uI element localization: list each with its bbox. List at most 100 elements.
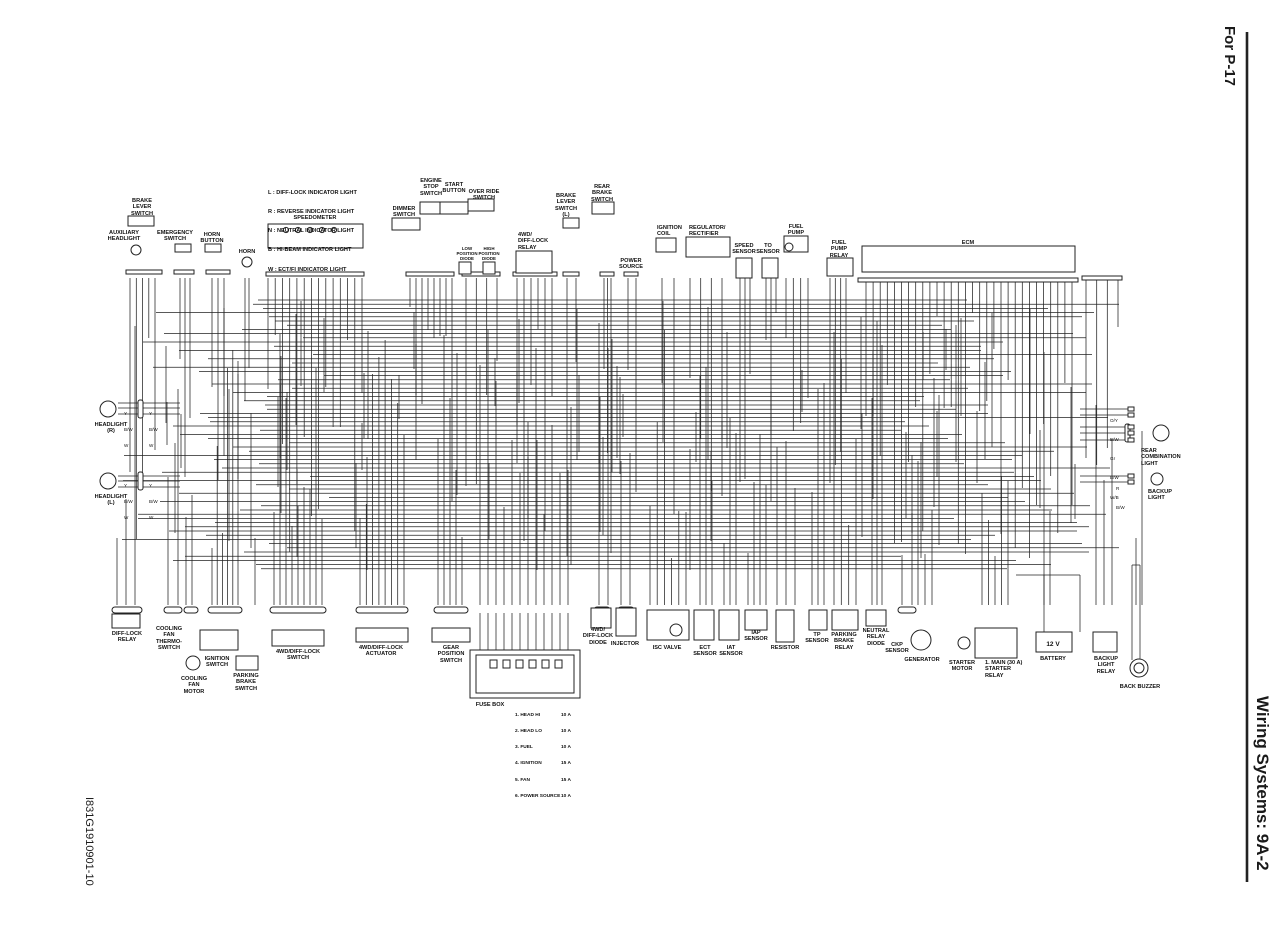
rear-combination-light-label: REAR COMBINATION LIGHT — [1141, 448, 1181, 467]
indicator-lamp — [306, 226, 314, 234]
horn-label: HORN — [238, 249, 256, 255]
4wd-diff-lock-relay-label: 4WD/ DIFF-LOCK RELAY — [518, 232, 549, 251]
connector — [897, 606, 917, 614]
indicator-lamp — [330, 226, 338, 234]
isc-valve-motor-symbol — [669, 623, 683, 637]
terminal — [1127, 430, 1135, 436]
component-box — [831, 609, 859, 631]
connector — [173, 269, 195, 275]
cooling-fan-thermo-switch-label: COOLING FAN THERMO- SWITCH — [155, 626, 183, 652]
component-box — [861, 245, 1076, 273]
rear-combination-light-symbol — [1152, 424, 1170, 442]
wire-code: W/B — [1110, 494, 1119, 500]
brake-lever-switch-l-label: BRAKE LEVER SWITCH (L) — [554, 193, 578, 219]
regulator-rectifier-label: REGULATOR/ RECTIFIER — [689, 225, 726, 238]
power-source-label: POWER SOURCE — [619, 258, 643, 271]
fuse-rating: 10 A — [561, 729, 571, 735]
component-box — [204, 243, 222, 253]
fuse-box-inner — [475, 654, 575, 694]
connector — [562, 271, 580, 277]
ckp-sensor-label: CKP SENSOR — [885, 642, 909, 655]
component-box — [615, 607, 637, 637]
component-box — [174, 243, 192, 253]
component-box — [685, 236, 731, 258]
connector — [405, 271, 455, 277]
page-reference: For P-17 — [1221, 26, 1238, 87]
headlight-r-wire-codes: Y B/W W — [124, 400, 133, 459]
terminal — [1127, 473, 1135, 479]
wire-code: Y — [149, 410, 153, 416]
indicator-lamp — [318, 226, 326, 234]
wire-code: O/Y — [1110, 417, 1118, 423]
high-position-diode-label: HIGH POSITION DIODE — [478, 246, 500, 261]
component-box — [1035, 631, 1073, 653]
component-box — [761, 257, 779, 279]
brake-lever-switch-label: BRAKE LEVER SWITCH — [130, 198, 154, 217]
neutral-relay-diode-label: NEUTRAL RELAY DIODE — [862, 628, 890, 647]
component-box — [199, 629, 239, 651]
fuse-symbol — [502, 659, 511, 669]
wire-code: Gr — [1110, 456, 1116, 462]
fuse-row: 6. POWER SOURCE10 A — [515, 794, 571, 799]
component-box — [1092, 631, 1118, 653]
component-box — [355, 627, 409, 643]
component-box — [693, 609, 715, 641]
wire-code: B/W — [124, 427, 133, 433]
parking-brake-relay-label: PARKING BRAKE RELAY — [831, 632, 857, 651]
back-buzzer-label: BACK BUZZER — [1119, 684, 1161, 690]
low-position-diode-label: LOW POSITION DIODE — [456, 246, 478, 261]
main-fuse-starter-relay-label: 1. MAIN (30 A) STARTER RELAY — [985, 660, 1023, 679]
backup-light-label: BACKUP LIGHT — [1148, 489, 1172, 502]
fuse-name: 6. POWER SOURCE — [515, 793, 561, 799]
fuse-symbol — [528, 659, 537, 669]
light-coupler — [137, 399, 144, 419]
legend-line: B : HI-BEAM INDICATOR LIGHT — [268, 247, 352, 254]
connector — [111, 606, 143, 614]
light-coupler — [137, 471, 144, 491]
wire-code: B/W — [149, 427, 158, 433]
fuse-rating: 15 A — [561, 777, 571, 783]
cooling-fan-motor-label: COOLING FAN MOTOR — [180, 676, 208, 695]
headlight-r-harness-codes: Y B/W W — [149, 400, 158, 459]
dimmer-switch-label: DIMMER SWITCH — [392, 206, 416, 219]
fuse-name: 4. IGNITION — [515, 761, 542, 767]
battery-voltage-label: 12 V — [1046, 641, 1060, 648]
headlight-l-wire-codes: Y B/W W — [124, 472, 133, 531]
starter-motor-label: STARTER MOTOR — [949, 660, 975, 673]
connector — [265, 271, 365, 277]
fuse-box-title: FUSE BOX — [475, 702, 505, 708]
component-box — [458, 261, 472, 275]
resistor-label: RESISTOR — [770, 645, 800, 651]
ecm-label: ECM — [961, 240, 975, 246]
terminal — [1127, 479, 1135, 485]
wire-code: R — [1116, 485, 1120, 491]
wire-code: W — [149, 515, 154, 521]
wire-code: W — [149, 443, 154, 449]
terminal — [1127, 424, 1135, 430]
component-box — [865, 609, 887, 627]
over-ride-switch-label: OVER RIDE SWITCH — [468, 189, 500, 202]
fuse-name: 2. HEAD LO — [515, 729, 542, 735]
injector-label: INJECTOR — [610, 641, 640, 647]
fuse-symbol — [515, 659, 524, 669]
component-symbols — [99, 198, 1170, 699]
4wd-diff-lock-switch-label: 4WD/DIFF-LOCK SWITCH — [275, 649, 321, 662]
component-box — [974, 627, 1018, 659]
gear-position-switch-label: GEAR POSITION SWITCH — [437, 645, 465, 664]
wire-code: B/W — [124, 499, 133, 505]
horn-symbol — [241, 256, 253, 268]
wire-code: B/W — [149, 499, 158, 505]
battery-label: BATTERY — [1040, 656, 1066, 662]
headlight-r-symbol — [99, 400, 117, 418]
fuse-rating: 10 A — [561, 793, 571, 799]
fuse-row: 5. FAN 15 A — [515, 778, 571, 783]
component-box — [718, 609, 740, 641]
fuse-name: 5. FAN — [515, 777, 530, 783]
starter-motor-symbol — [957, 636, 971, 650]
rear-combination-wire-codes: O/Y B/W Gr B/W W/B — [1110, 405, 1119, 514]
generator-label: GENERATOR — [904, 657, 940, 663]
connector — [623, 271, 639, 277]
